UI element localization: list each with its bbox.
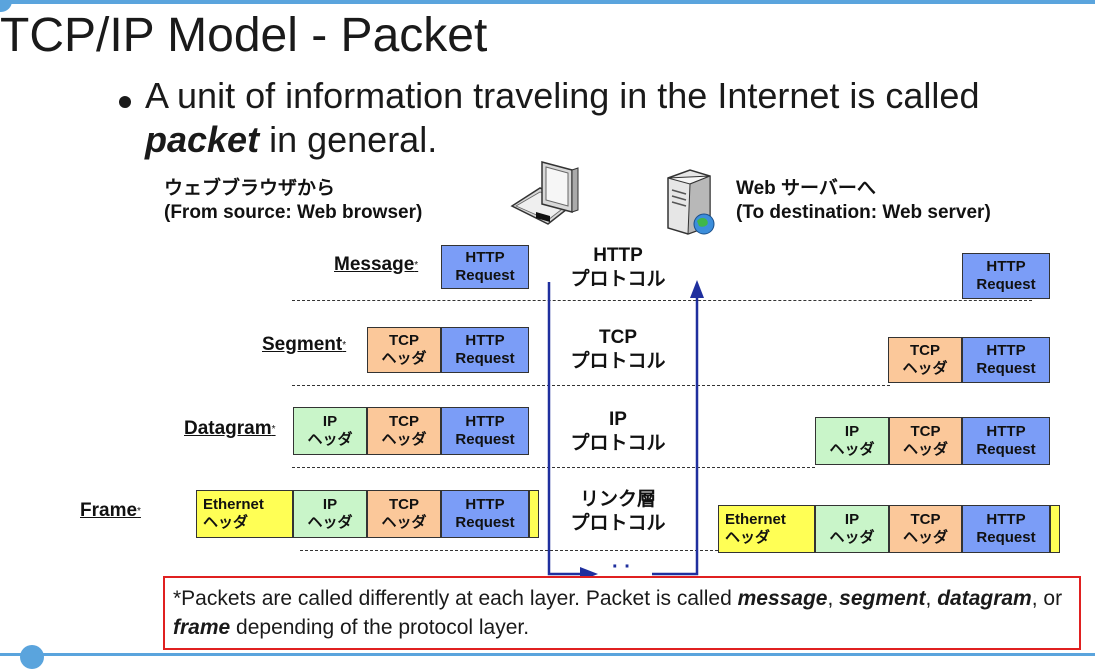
bottom-corner-dot: [20, 645, 44, 669]
bullet-text: A unit of information traveling in the I…: [145, 74, 1075, 162]
server-icon: [667, 169, 715, 235]
packet-flow-arrow: [547, 280, 704, 580]
layer-separator-1: [292, 300, 1032, 301]
note-box: *Packets are called differently at each …: [163, 576, 1081, 650]
bullet-part1: A unit of information traveling in the I…: [145, 75, 980, 116]
protocol-link: リンク層プロトコル: [570, 489, 666, 534]
bullet-part2: in general.: [259, 119, 438, 160]
top-rule: [0, 0, 1095, 4]
source-label: ウェブブラウザから (From source: Web browser): [164, 177, 422, 225]
layer-separator-3: [292, 467, 815, 468]
layer-label-segment: Segment*: [262, 334, 347, 355]
bottom-rule: [0, 653, 1095, 656]
bullet-dot: [119, 96, 131, 108]
source-label-jp: ウェブブラウザから: [164, 178, 336, 199]
layer-label-frame: Frame*: [80, 500, 141, 521]
right-frame-trailer: [1050, 505, 1060, 553]
layer-separator-4: [300, 550, 718, 551]
layer-label-datagram: Datagram*: [184, 418, 276, 439]
destination-label: Web サーバーへ (To destination: Web server): [736, 177, 991, 225]
slide-title: TCP/IP Model - Packet: [0, 9, 488, 62]
computer-icon: [510, 161, 579, 225]
flow-ellipsis: · ·: [612, 556, 631, 578]
layer-separator-2: [292, 385, 890, 386]
destination-label-jp: Web サーバーへ: [736, 178, 876, 199]
left-frame-trailer: [529, 490, 539, 538]
source-label-en: (From source: Web browser): [164, 202, 423, 223]
layer-label-message: Message*: [334, 254, 419, 275]
destination-label-en: (To destination: Web server): [736, 202, 991, 223]
bullet-bold: packet: [145, 119, 260, 160]
